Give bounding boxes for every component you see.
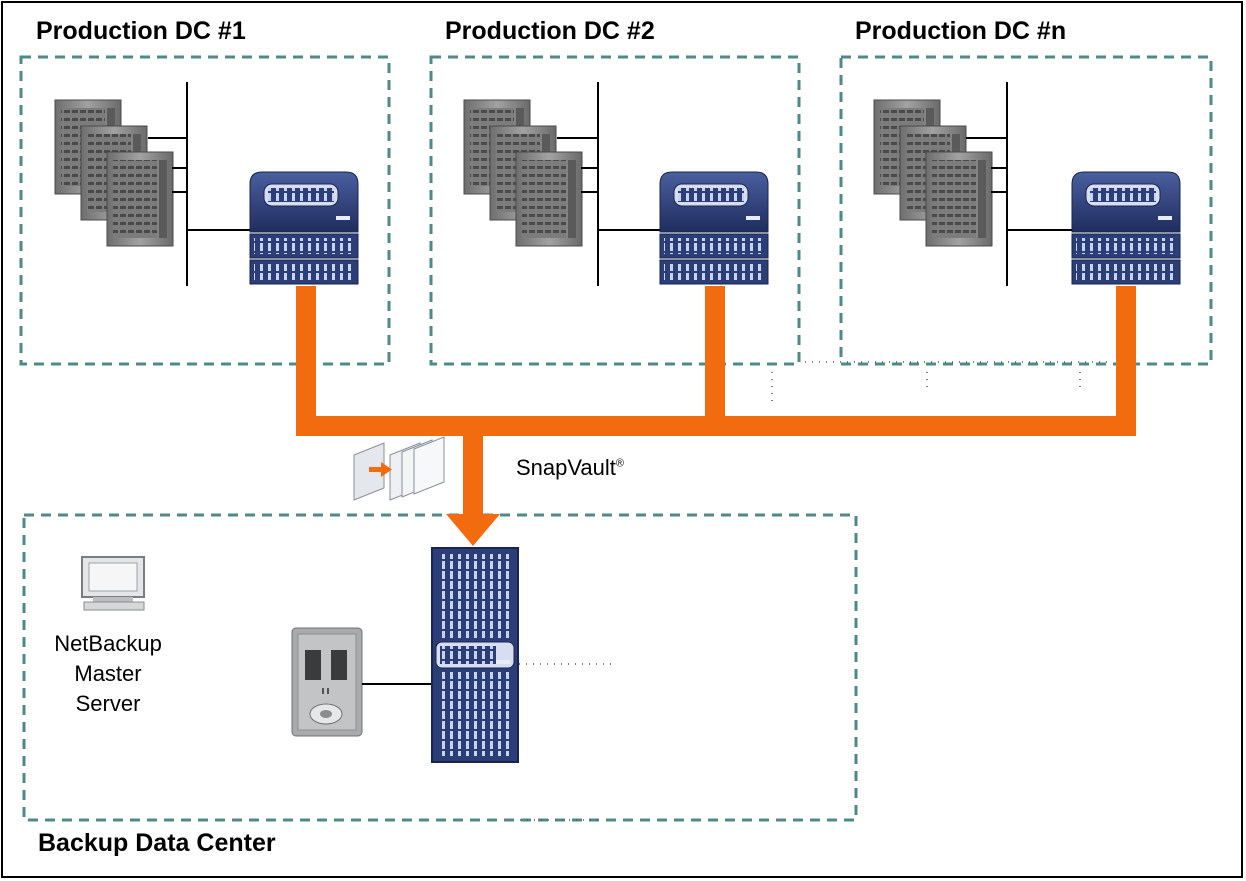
dc-2-title: Production DC #2 xyxy=(445,17,655,45)
snapshot-pages-icon xyxy=(353,436,445,501)
server-stack-dc-n xyxy=(873,99,993,247)
zone-production-dc-1 xyxy=(19,55,391,366)
computer-monitor-icon xyxy=(81,556,145,611)
master-server-label-line-2: Master xyxy=(74,661,142,686)
elision-dots xyxy=(512,361,1110,821)
zone-production-dc-2 xyxy=(429,55,801,366)
storage-system-dc-2 xyxy=(659,171,769,285)
tape-library-icon xyxy=(291,627,363,737)
snapvault-label: SnapVault® xyxy=(516,455,624,481)
server-stack-dc-1 xyxy=(54,99,174,247)
storage-system-dc-n xyxy=(1071,171,1181,285)
storage-system-dc-1 xyxy=(249,171,359,285)
registered-mark: ® xyxy=(615,457,625,470)
backup-storage-rack xyxy=(431,547,519,763)
master-server-label-line-3: Server xyxy=(75,691,141,716)
master-server-label-line-1: NetBackup xyxy=(54,631,162,656)
dc-n-title: Production DC #n xyxy=(855,17,1067,45)
snapvault-link xyxy=(296,286,1136,546)
zone-backup-dc xyxy=(22,513,858,822)
dc-1-title: Production DC #1 xyxy=(36,17,246,45)
server-stack-dc-2 xyxy=(463,99,583,247)
backup-dc-title: Backup Data Center xyxy=(38,829,276,857)
master-server-label: NetBackup Master Server xyxy=(28,629,188,719)
snapvault-text: SnapVault xyxy=(516,455,616,480)
